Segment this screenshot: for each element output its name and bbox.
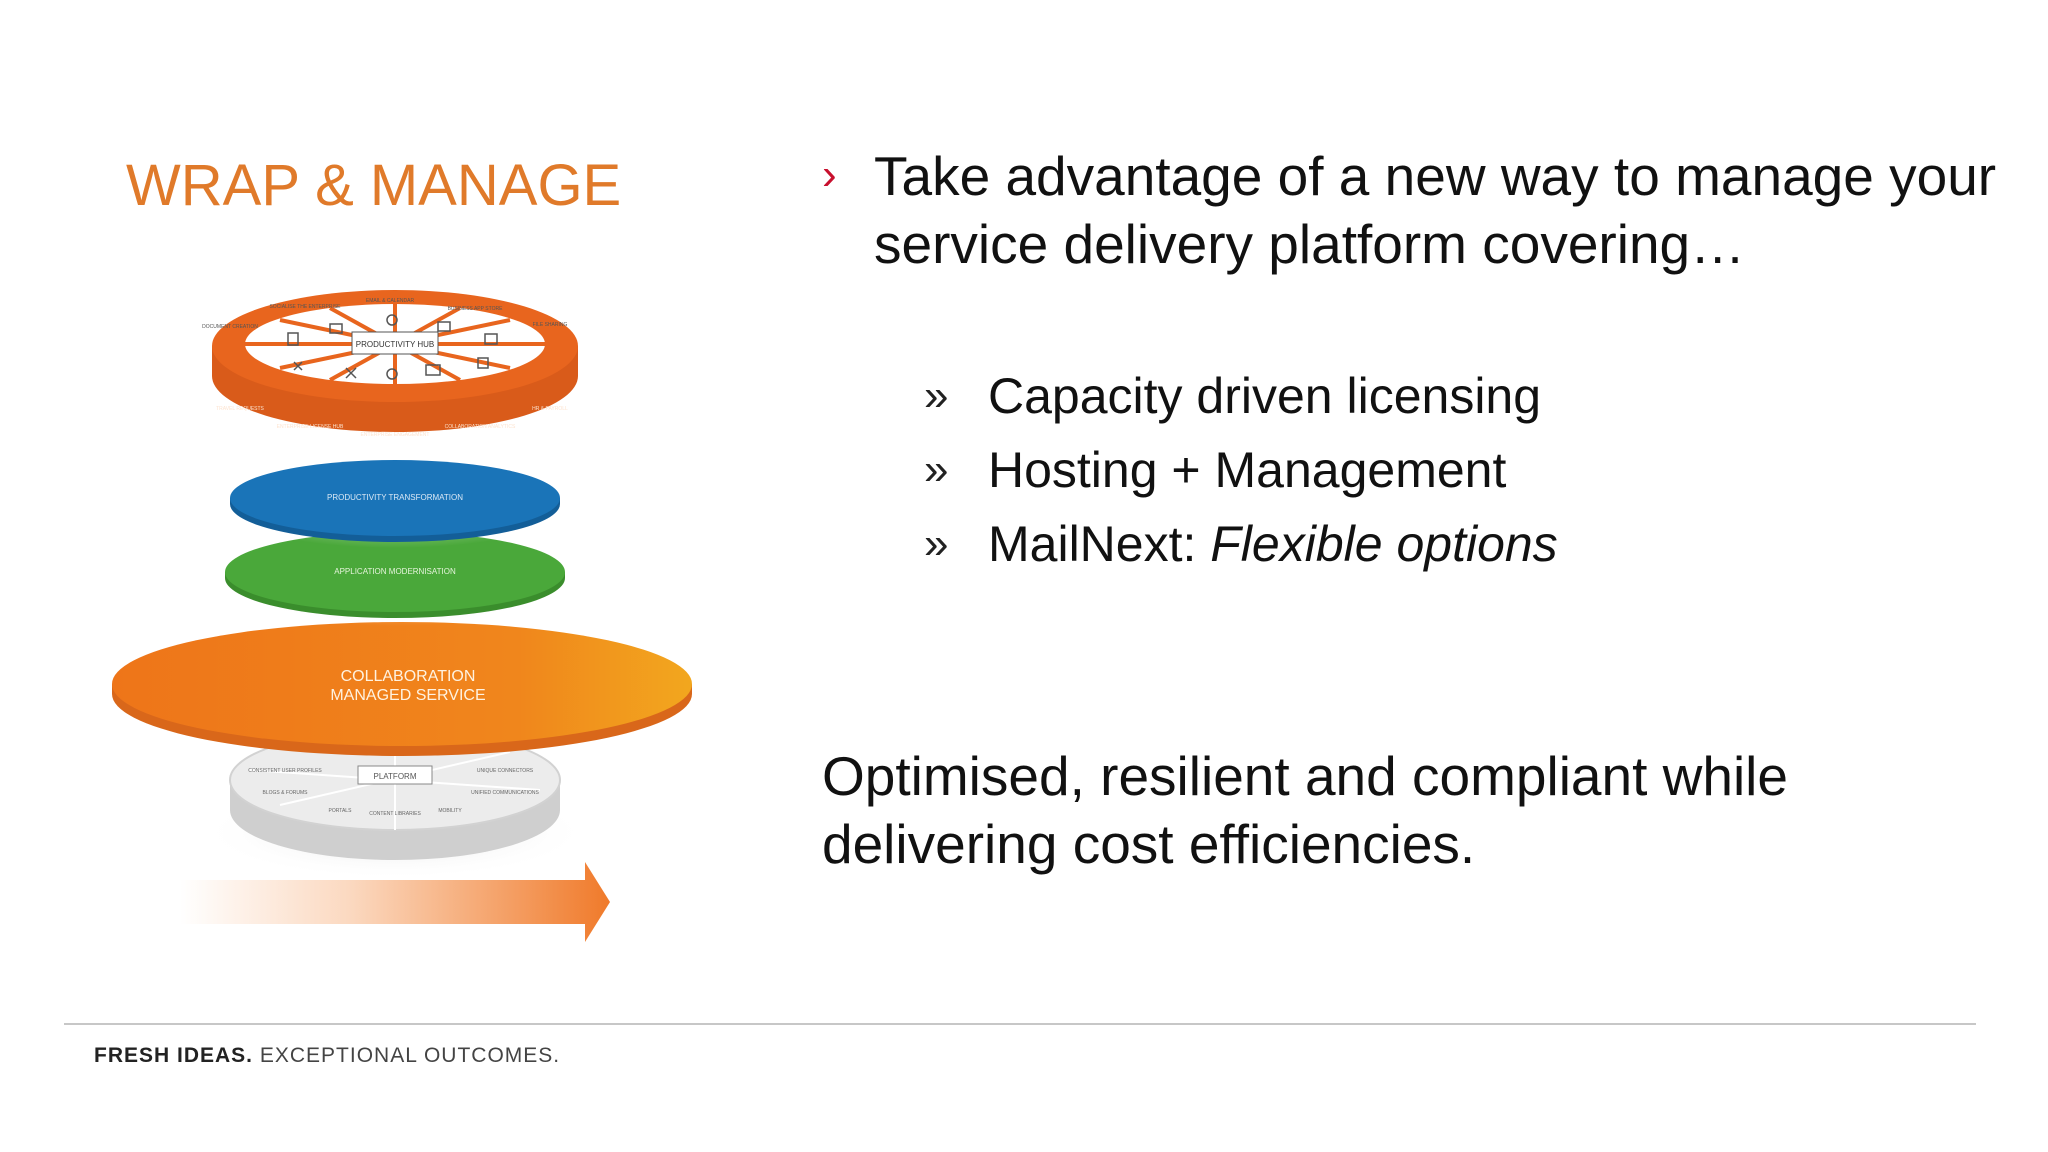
hub-side-label-5: HR & PAYROLL — [532, 406, 568, 412]
sub-bullet-list: » Capacity driven licensing » Hosting + … — [924, 362, 1558, 584]
hub-side-label-2: ENTERPRISE LICENSE HUB — [277, 424, 344, 430]
base-label-6: UNIFIED COMMUNICATIONS — [471, 790, 539, 796]
tagline-rest: EXCEPTIONAL OUTCOMES. — [253, 1044, 561, 1067]
sub-bullet-plain: MailNext: — [988, 516, 1211, 572]
productivity-layer: PRODUCTIVITY TRANSFORMATION — [225, 460, 565, 548]
productivity-hub-layer: PRODUCTIVITY HUB DOCUMENT CREATION SOCIA… — [202, 290, 585, 438]
sub-bullet-emphasis: Flexible options — [1210, 516, 1558, 572]
bullet-marker: › — [822, 150, 837, 199]
hub-side-label-1: TRAVEL REQUESTS — [216, 406, 264, 412]
sub-bullet-marker: » — [924, 371, 949, 420]
base-label-3: PORTALS — [329, 808, 353, 814]
progress-arrow — [180, 862, 610, 942]
base-center-label: PLATFORM — [374, 772, 417, 781]
main-bullet-text: Take advantage of a new way to manage yo… — [874, 145, 1997, 275]
base-label-5: MOBILITY — [438, 808, 462, 814]
sub-bullet-2: » Hosting + Management — [924, 436, 1558, 510]
managed-service-layer: COLLABORATION MANAGED SERVICE — [112, 622, 692, 756]
base-platform-layer: PLATFORM CONSISTENT USER PROFILES BLOGS … — [200, 729, 590, 880]
footer-divider — [64, 1023, 1976, 1025]
base-label-1: CONSISTENT USER PROFILES — [248, 768, 322, 774]
main-bullet: › Take advantage of a new way to manage … — [822, 142, 2002, 278]
sub-bullet-text: Capacity driven licensing — [988, 368, 1542, 424]
base-label-2: BLOGS & FORUMS — [262, 790, 308, 796]
base-label-7: UNIQUE CONNECTORS — [477, 768, 534, 774]
tagline-strong: FRESH IDEAS. — [94, 1044, 254, 1067]
hub-top-label-4: BUSINESS APP STORE — [448, 306, 504, 312]
sub-bullet-marker: » — [924, 519, 949, 568]
hub-side-label-4: COLLABORATION ANALYTICS — [445, 424, 516, 430]
hub-top-label-2: SOCIALISE THE ENTERPRISE — [269, 304, 341, 310]
sub-bullet-text: Hosting + Management — [988, 442, 1507, 498]
platform-layers-diagram: PLATFORM CONSISTENT USER PROFILES BLOGS … — [112, 290, 692, 942]
managed-service-label-1: COLLABORATION — [341, 668, 476, 685]
green-layer-label: APPLICATION MODERNISATION — [334, 567, 456, 576]
sub-bullet-1: » Capacity driven licensing — [924, 362, 1558, 436]
application-layer: APPLICATION MODERNISATION — [225, 532, 565, 626]
summary-statement: Optimised, resilient and compliant while… — [822, 745, 1788, 875]
base-label-4: CONTENT LIBRARIES — [369, 811, 421, 817]
managed-service-label-2: MANAGED SERVICE — [330, 687, 485, 704]
hub-top-label-5: FILE SHARING — [533, 322, 568, 328]
footer-tagline: FRESH IDEAS. EXCEPTIONAL OUTCOMES. — [94, 1044, 560, 1068]
hub-top-label-1: DOCUMENT CREATION — [202, 324, 258, 330]
blue-layer-label: PRODUCTIVITY TRANSFORMATION — [327, 493, 463, 502]
hub-side-label-3: ENTERPRISE ENGAGEMENT — [361, 432, 430, 438]
hub-center-label: PRODUCTIVITY HUB — [356, 340, 435, 349]
sub-bullet-text: MailNext: Flexible options — [988, 516, 1558, 572]
hub-top-label-3: EMAIL & CALENDAR — [366, 298, 415, 304]
slide-title: WRAP & MANAGE — [126, 153, 622, 218]
sub-bullet-marker: » — [924, 445, 949, 494]
sub-bullet-3: » MailNext: Flexible options — [924, 510, 1558, 584]
